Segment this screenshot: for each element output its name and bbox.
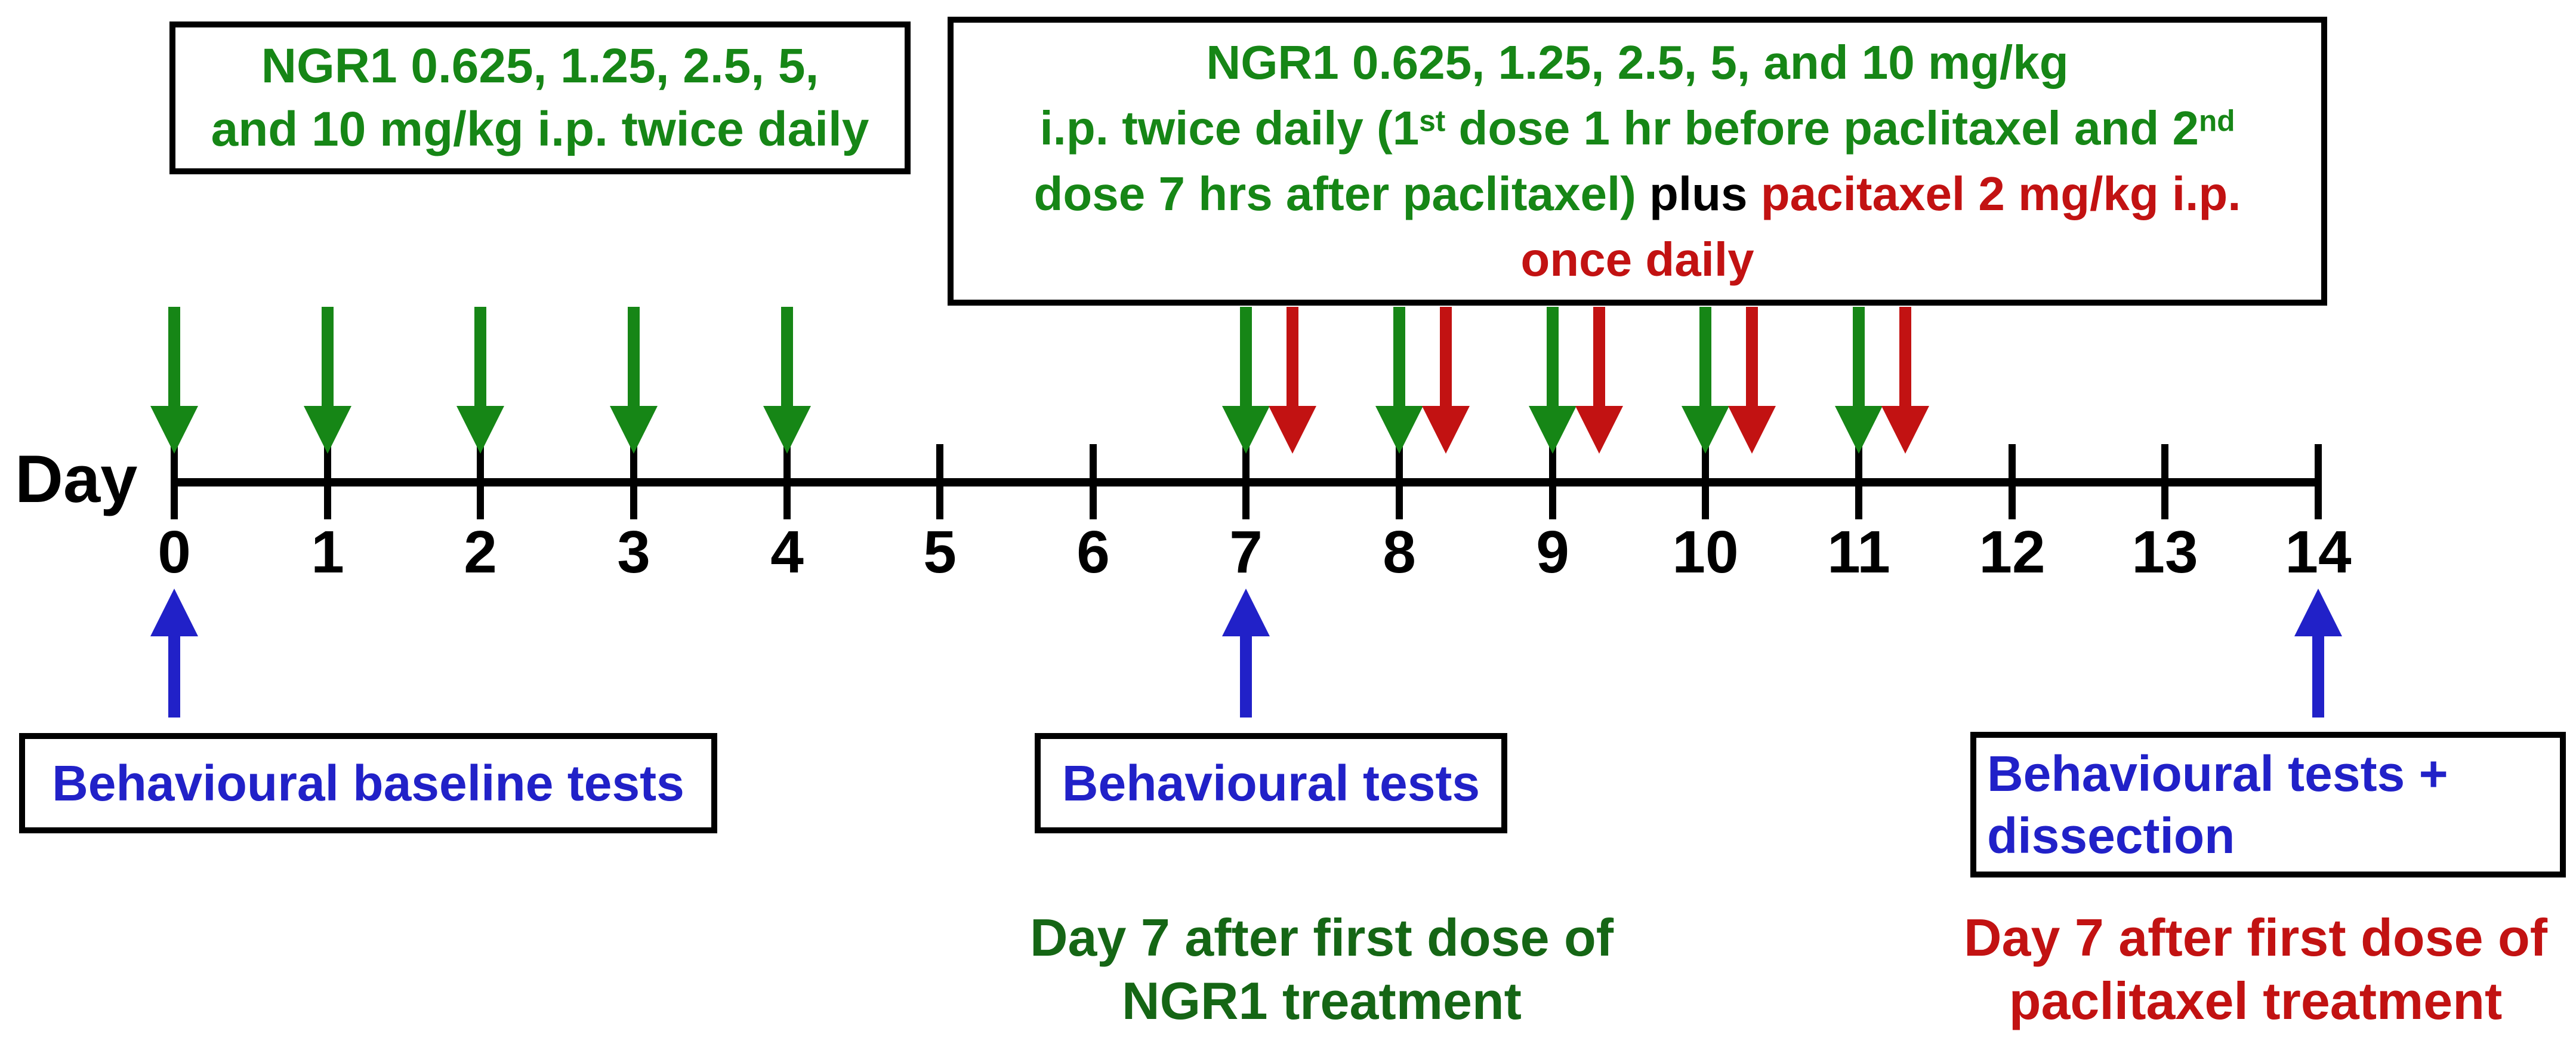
behavioural-test-arrow-day-0	[150, 589, 198, 718]
axis-tick-day-13	[2161, 444, 2168, 519]
ngr1-dose-arrow-day-2	[456, 307, 504, 454]
ngr1-dose-arrow-day-4	[763, 307, 811, 454]
paclitaxel-dose-arrow-day-8	[1422, 307, 1470, 454]
ngr1-dose-arrow-day-3	[610, 307, 658, 454]
axis-tick-day-6	[1090, 444, 1097, 519]
paclitaxel-day7-line1: Day 7 after first dose of	[1963, 908, 2548, 967]
behavioural-test-arrow-day-14	[2294, 589, 2342, 718]
combo-line3: dose 7 hrs after paclitaxel) plus pacita…	[1034, 167, 2241, 220]
ngr1-dose-arrow-day-9	[1529, 307, 1577, 454]
ngr1-dose-arrow-day-8	[1375, 307, 1423, 454]
paclitaxel-day7-line2: paclitaxel treatment	[2009, 971, 2503, 1030]
paclitaxel-dose-arrow-day-11	[1881, 307, 1929, 454]
ngr1-dose-arrow-day-1	[304, 307, 351, 454]
axis-tick-day-11	[1855, 444, 1862, 519]
axis-day-number-3: 3	[617, 519, 650, 586]
axis-tick-day-9	[1549, 444, 1556, 519]
axis-day-number-7: 7	[1229, 519, 1263, 586]
paclitaxel-dose-arrow-day-9	[1575, 307, 1623, 454]
ngr1-dose-arrow-day-11	[1835, 307, 1883, 454]
axis-day-number-5: 5	[923, 519, 957, 586]
ngr1-dose-arrow-day-7	[1222, 307, 1270, 454]
combo-line1: NGR1 0.625, 1.25, 2.5, 5, and 10 mg/kg	[1206, 36, 2069, 89]
axis-day-number-4: 4	[770, 519, 804, 586]
ngr1-alone-line1: NGR1 0.625, 1.25, 2.5, 5,	[261, 39, 819, 93]
ngr1-plus-paclitaxel-box: NGR1 0.625, 1.25, 2.5, 5, and 10 mg/kg i…	[948, 17, 2327, 306]
ngr1-day7-line2: NGR1 treatment	[1122, 971, 1522, 1030]
baseline-tests-box: Behavioural baseline tests	[19, 733, 717, 833]
axis-tick-day-1	[324, 444, 331, 519]
paclitaxel-day7-annotation: Day 7 after first dose of paclitaxel tre…	[1935, 906, 2576, 1033]
end-tests-line2: dissection	[1987, 808, 2235, 864]
ngr1-day7-annotation: Day 7 after first dose of NGR1 treatment	[934, 906, 1710, 1033]
axis-tick-day-2	[477, 444, 484, 519]
axis-tick-day-10	[1702, 444, 1709, 519]
axis-day-number-14: 14	[2285, 519, 2352, 586]
axis-day-number-8: 8	[1383, 519, 1416, 586]
ngr1-alone-box: NGR1 0.625, 1.25, 2.5, 5, and 10 mg/kg i…	[169, 21, 911, 174]
axis-tick-day-4	[783, 444, 791, 519]
axis-day-number-10: 10	[1672, 519, 1739, 586]
baseline-tests-label: Behavioural baseline tests	[52, 755, 684, 811]
axis-day-number-11: 11	[1827, 519, 1890, 586]
axis-day-number-1: 1	[311, 519, 344, 586]
ngr1-alone-line2: and 10 mg/kg i.p. twice daily	[211, 102, 869, 156]
end-tests-line1: Behavioural tests +	[1987, 746, 2448, 802]
behavioural-test-arrow-day-7	[1222, 589, 1270, 718]
axis-day-number-2: 2	[464, 519, 497, 586]
axis-day-number-9: 9	[1536, 519, 1569, 586]
axis-day-number-13: 13	[2131, 519, 2198, 586]
axis-day-number-0: 0	[158, 519, 191, 586]
axis-tick-day-14	[2315, 444, 2322, 519]
end-tests-box: Behavioural tests + dissection	[1970, 732, 2566, 877]
mid-tests-box: Behavioural tests	[1035, 733, 1507, 833]
axis-tick-day-5	[936, 444, 943, 519]
axis-day-label: Day	[15, 442, 138, 516]
paclitaxel-dose-arrow-day-10	[1728, 307, 1776, 454]
ngr1-dose-arrow-day-0	[150, 307, 198, 454]
axis-day-number-12: 12	[1979, 519, 2046, 586]
combo-line2: i.p. twice daily (1st dose 1 hr before p…	[1039, 101, 2235, 155]
ngr1-day7-line1: Day 7 after first dose of	[1029, 908, 1614, 967]
axis-tick-day-8	[1396, 444, 1403, 519]
mid-tests-label: Behavioural tests	[1062, 755, 1480, 811]
paclitaxel-dose-arrow-day-7	[1269, 307, 1316, 454]
axis-tick-day-3	[630, 444, 637, 519]
axis-tick-day-0	[171, 444, 178, 519]
axis-day-number-6: 6	[1076, 519, 1110, 586]
axis-tick-day-7	[1242, 444, 1250, 519]
combo-line4: once daily	[1520, 233, 1754, 286]
ngr1-dose-arrow-day-10	[1682, 307, 1729, 454]
axis-tick-day-12	[2009, 444, 2016, 519]
